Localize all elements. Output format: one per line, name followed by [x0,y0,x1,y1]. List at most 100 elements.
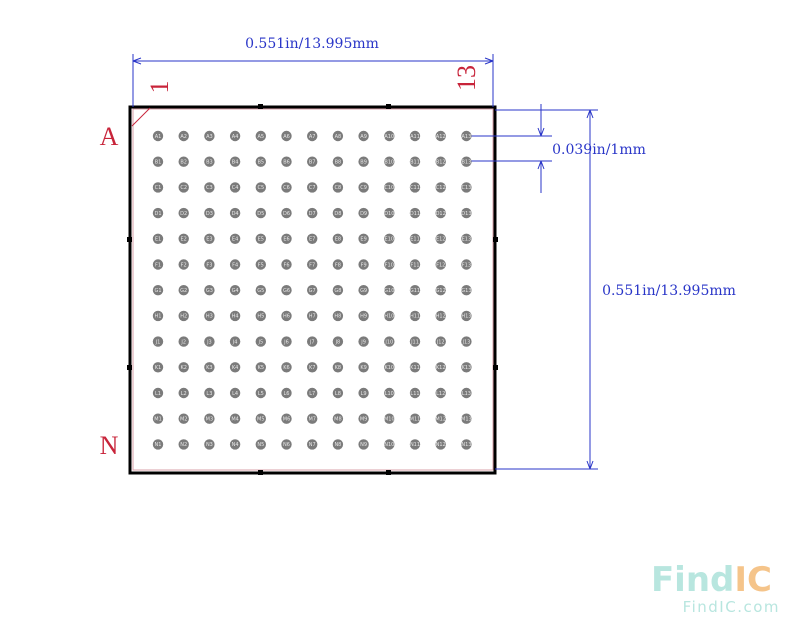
ball-N7 [307,439,318,450]
ball-label-E3: E3 [206,237,212,243]
edge-ticks [127,104,498,475]
ball-label-A9: A9 [360,134,367,140]
ball-D4 [229,207,241,219]
ball-label-H12: H12 [436,314,446,320]
ball-label-D10: D10 [384,211,394,217]
ball-label-M5: M5 [257,417,265,423]
ball-N12 [435,439,446,450]
ball-label-N6: N6 [283,442,290,448]
ball-label-M8: M8 [334,417,342,423]
ball-K5 [255,362,266,373]
ball-M2 [178,413,189,424]
ball-B7 [307,156,318,167]
ball-label-C9: C9 [360,185,367,191]
ball-label-J4: J4 [232,339,238,345]
ball-E5 [255,233,266,244]
ball-label-B11: B11 [410,160,420,166]
ball-label-A8: A8 [335,134,342,140]
ball-H12 [435,310,446,322]
ball-label-N2: N2 [180,442,187,448]
ball-N6 [281,439,292,450]
ball-label-N13: N13 [461,442,471,448]
ball-F2 [178,259,189,270]
ball-label-C12: C12 [436,185,446,191]
ball-N2 [178,439,189,450]
ball-label-E11: E11 [410,237,420,243]
ball-label-M11: M11 [410,417,421,423]
ball-N11 [409,439,421,450]
ball-A10 [384,130,395,142]
ball-label-L10: L10 [385,391,394,397]
ball-label-K12: K12 [436,365,446,371]
ball-C1 [152,182,164,193]
ball-A13 [461,130,472,142]
ball-label-K11: K11 [410,365,420,371]
ball-G4 [229,285,241,296]
ball-G1 [152,285,164,296]
ball-F4 [229,259,241,270]
ball-label-F12: F12 [436,262,445,268]
ball-label-F3: F3 [206,262,212,268]
ball-J12 [435,336,446,347]
row-last-label: N [100,431,119,460]
ball-J3 [204,336,215,347]
pin1-marker [131,107,151,127]
ball-D13 [461,207,472,219]
ball-G10 [384,285,395,296]
ball-label-J9: J9 [360,339,366,345]
ball-C4 [229,182,241,193]
ball-K10 [384,362,395,373]
ball-C11 [409,182,421,193]
ball-F13 [461,259,472,270]
ball-label-D2: D2 [180,211,187,217]
ball-label-L6: L6 [284,391,290,397]
ball-label-F7: F7 [309,262,315,268]
ball-label-D1: D1 [154,211,161,217]
ball-D10 [384,207,395,219]
ball-F6 [281,259,292,270]
ball-G8 [332,285,344,296]
ball-D1 [152,207,164,219]
ball-D8 [332,207,344,219]
ball-K9 [358,362,369,373]
ball-J7 [307,336,318,347]
ball-H13 [461,310,472,322]
height-dimension [495,109,598,470]
ball-label-N4: N4 [232,442,239,448]
ball-G9 [358,285,369,296]
ball-label-A12: A12 [436,134,446,140]
ball-A12 [435,130,446,142]
ball-C9 [358,182,369,193]
col-last-label: 13 [452,65,481,91]
ball-label-B8: B8 [335,160,342,166]
ball-J13 [461,336,472,347]
ball-label-A7: A7 [309,134,316,140]
ball-label-J6: J6 [283,339,289,345]
ball-label-A13: A13 [462,134,472,140]
ball-M9 [358,413,369,424]
ball-label-M1: M1 [154,417,162,423]
ball-label-A3: A3 [206,134,213,140]
ball-C5 [255,182,266,193]
watermark-brand-part1: Find [651,560,734,600]
ball-label-B9: B9 [360,160,367,166]
ball-label-H6: H6 [283,314,290,320]
ball-label-L5: L5 [258,391,264,397]
ball-label-A5: A5 [257,134,264,140]
ball-J11 [409,336,421,347]
ball-M6 [281,413,292,424]
ball-label-K9: K9 [360,365,366,371]
ball-A9 [358,130,369,142]
ball-A1 [152,130,164,142]
ball-label-B1: B1 [155,160,162,166]
ball-H1 [152,310,164,322]
ball-B5 [255,156,266,167]
width-dimension [132,54,494,107]
ball-label-F5: F5 [258,262,264,268]
ball-F3 [204,259,215,270]
ball-label-D11: D11 [410,211,420,217]
pitch-dimension-label: 0.039in/1mm [552,142,646,158]
ball-label-N9: N9 [360,442,367,448]
ball-label-L1: L1 [155,391,161,397]
